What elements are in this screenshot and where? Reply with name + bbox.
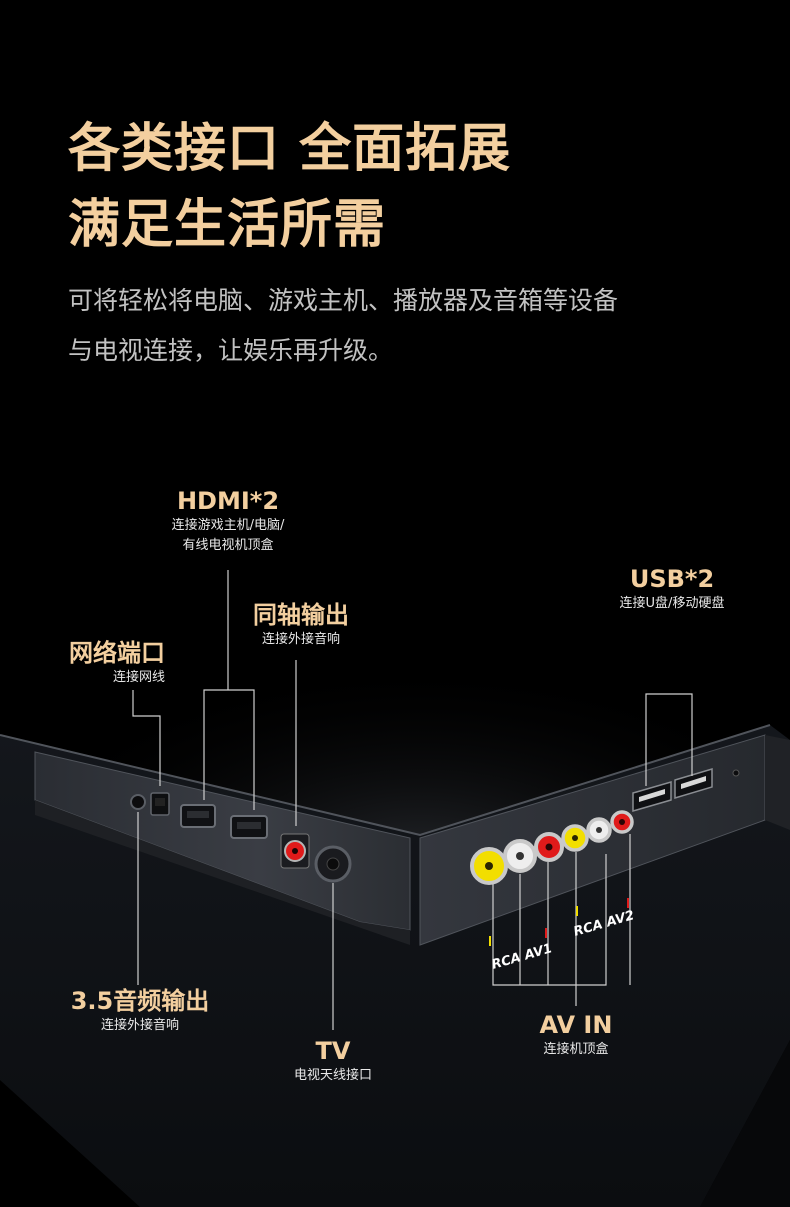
callout-network-title: 网络端口 <box>69 639 165 667</box>
callout-av-in: AV IN 连接机顶盒 <box>506 1010 646 1060</box>
headline-line-1: 各类接口 全面拓展 <box>68 119 512 179</box>
callout-usb: USB*2 连接U盘/移动硬盘 <box>592 564 752 614</box>
callout-coax-sub: 连接外接音响 <box>261 632 340 647</box>
callout-tv: TV 电视天线接口 <box>273 1036 393 1086</box>
callout-audio-35-title: 3.5音频输出 <box>70 987 210 1015</box>
tv-body <box>0 660 790 1207</box>
left-port-group <box>130 792 352 883</box>
callout-hdmi-sub-1: 连接游戏主机/电脑/ <box>171 518 285 533</box>
callout-leader-lines <box>132 570 693 1030</box>
callout-coax-title: 同轴输出 <box>253 601 349 629</box>
callout-coax: 同轴输出 连接外接音响 <box>226 600 376 650</box>
callout-audio-35-sub: 连接外接音响 <box>100 1018 179 1033</box>
headline-line-2: 满足生活所需 <box>68 195 387 255</box>
callout-network: 网络端口 连接网线 <box>20 638 165 688</box>
callout-hdmi: HDMI*2 连接游戏主机/电脑/ 有线电视机顶盒 <box>148 486 308 556</box>
description-line-1: 可将轻松将电脑、游戏主机、播放器及音箱等设备 <box>68 286 619 315</box>
callout-hdmi-sub-2: 有线电视机顶盒 <box>182 538 274 554</box>
callout-usb-sub: 连接U盘/移动硬盘 <box>619 596 725 611</box>
callout-av-in-sub: 连接机顶盒 <box>543 1042 609 1057</box>
rca-av1-jacks <box>470 832 564 885</box>
av-label-accents <box>489 906 578 946</box>
audio-35-jack <box>130 794 146 810</box>
callout-usb-title: USB*2 <box>629 565 715 593</box>
indicator-hole <box>732 769 740 777</box>
callout-network-sub: 连接网线 <box>112 670 165 685</box>
right-port-group <box>470 767 740 885</box>
usb-ports <box>632 767 713 812</box>
callout-av-in-title: AV IN <box>539 1011 613 1039</box>
description-line-2: 与电视连接，让娱乐再升级。 <box>68 336 394 365</box>
callout-hdmi-title: HDMI*2 <box>176 487 280 515</box>
callout-tv-sub: 电视天线接口 <box>293 1068 372 1083</box>
callout-audio-35: 3.5音频输出 连接外接音响 <box>55 986 225 1036</box>
callout-tv-title: TV <box>315 1037 351 1065</box>
rca-av2-jacks <box>561 810 634 852</box>
